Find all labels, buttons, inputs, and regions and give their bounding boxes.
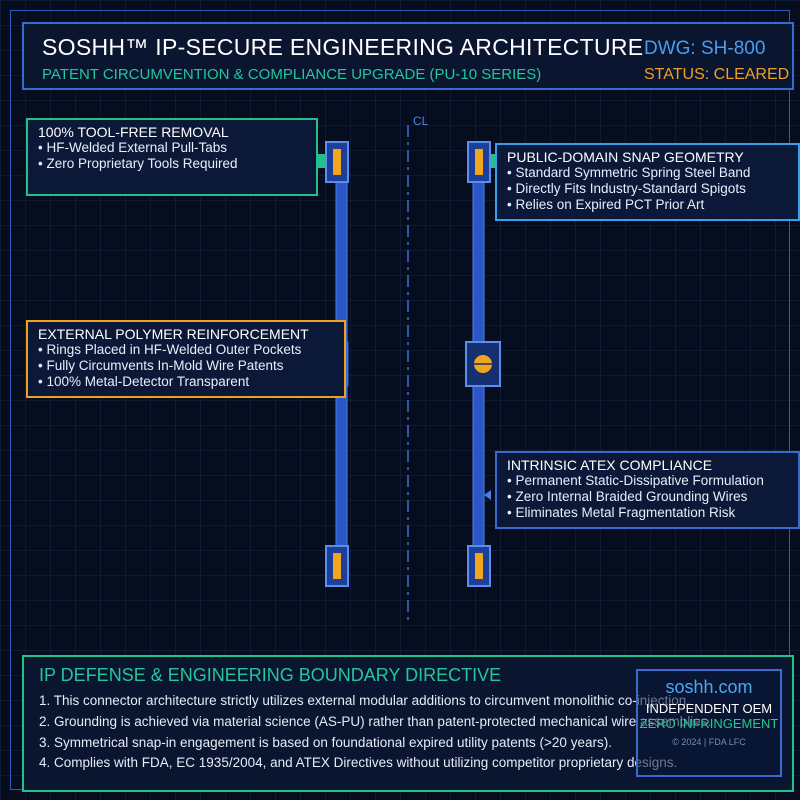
left-top-pull-tab bbox=[318, 141, 349, 183]
callout-snap-geometry: PUBLIC-DOMAIN SNAP GEOMETRY • Standard S… bbox=[495, 143, 800, 221]
callout-line: • Eliminates Metal Fragmentation Risk bbox=[507, 505, 736, 520]
callout-tool-free: 100% TOOL-FREE REMOVAL • HF-Welded Exter… bbox=[26, 118, 318, 196]
stamp-domain: soshh.com bbox=[665, 677, 753, 697]
drawing-number: DWG: SH-800 bbox=[644, 38, 766, 59]
title-block: SOSHH™ IP-SECURE ENGINEERING ARCHITECTUR… bbox=[22, 22, 794, 90]
callout-line: • HF-Welded External Pull-Tabs bbox=[38, 140, 228, 155]
callout-line: • Permanent Static-Dissipative Formulati… bbox=[507, 473, 764, 488]
directive-heading: IP DEFENSE & ENGINEERING BOUNDARY DIRECT… bbox=[39, 665, 502, 685]
callout-line: • Zero Internal Braided Grounding Wires bbox=[507, 489, 748, 504]
page-title: SOSHH™ IP-SECURE ENGINEERING ARCHITECTUR… bbox=[42, 34, 644, 60]
right-bottom-clamp bbox=[467, 545, 491, 587]
oem-stamp: soshh.com INDEPENDENT OEM ZERO INFRINGEM… bbox=[636, 669, 782, 777]
polymer-leader-bracket bbox=[344, 341, 349, 387]
directive-line: 4. Complies with FDA, EC 1935/2004, and … bbox=[39, 755, 678, 770]
atex-arrow-icon bbox=[484, 490, 491, 500]
callout-line: • Directly Fits Industry-Standard Spigot… bbox=[507, 181, 746, 196]
callout-line: • Fully Circumvents In-Mold Wire Patents bbox=[38, 358, 284, 373]
ip-directive-panel: IP DEFENSE & ENGINEERING BOUNDARY DIRECT… bbox=[22, 655, 794, 792]
reinforcement-ring bbox=[465, 341, 501, 387]
left-bottom-clamp bbox=[325, 545, 349, 587]
page-subtitle: PATENT CIRCUMVENTION & COMPLIANCE UPGRAD… bbox=[42, 66, 542, 83]
status-badge: STATUS: CLEARED bbox=[644, 66, 790, 83]
centerline-label: CL bbox=[413, 114, 429, 128]
right-top-pull-tab bbox=[467, 141, 498, 183]
callout-atex-compliance: INTRINSIC ATEX COMPLIANCE • Permanent St… bbox=[495, 451, 800, 529]
directive-line: 2. Grounding is achieved via material sc… bbox=[39, 714, 712, 729]
callout-line: • Zero Proprietary Tools Required bbox=[38, 156, 238, 171]
stamp-line: INDEPENDENT OEM bbox=[645, 701, 773, 716]
callout-title: INTRINSIC ATEX COMPLIANCE bbox=[507, 457, 713, 473]
callout-line: • 100% Metal-Detector Transparent bbox=[38, 374, 250, 389]
callout-line: • Rings Placed in HF-Welded Outer Pocket… bbox=[38, 342, 302, 357]
stamp-line: ZERO INFRINGEMENT bbox=[639, 716, 779, 731]
callout-line: • Relies on Expired PCT Prior Art bbox=[507, 197, 705, 212]
callout-polymer-reinforcement: EXTERNAL POLYMER REINFORCEMENT • Rings P… bbox=[26, 320, 346, 398]
callout-line: • Standard Symmetric Spring Steel Band bbox=[507, 165, 751, 180]
stamp-line: © 2024 | FDA LFC bbox=[672, 737, 746, 747]
callout-title: 100% TOOL-FREE REMOVAL bbox=[38, 124, 229, 140]
callout-title: EXTERNAL POLYMER REINFORCEMENT bbox=[38, 326, 309, 342]
directive-line: 1. This connector architecture strictly … bbox=[39, 693, 691, 708]
directive-line: 3. Symmetrical snap-in engagement is bas… bbox=[39, 735, 612, 750]
callout-title: PUBLIC-DOMAIN SNAP GEOMETRY bbox=[507, 149, 744, 165]
